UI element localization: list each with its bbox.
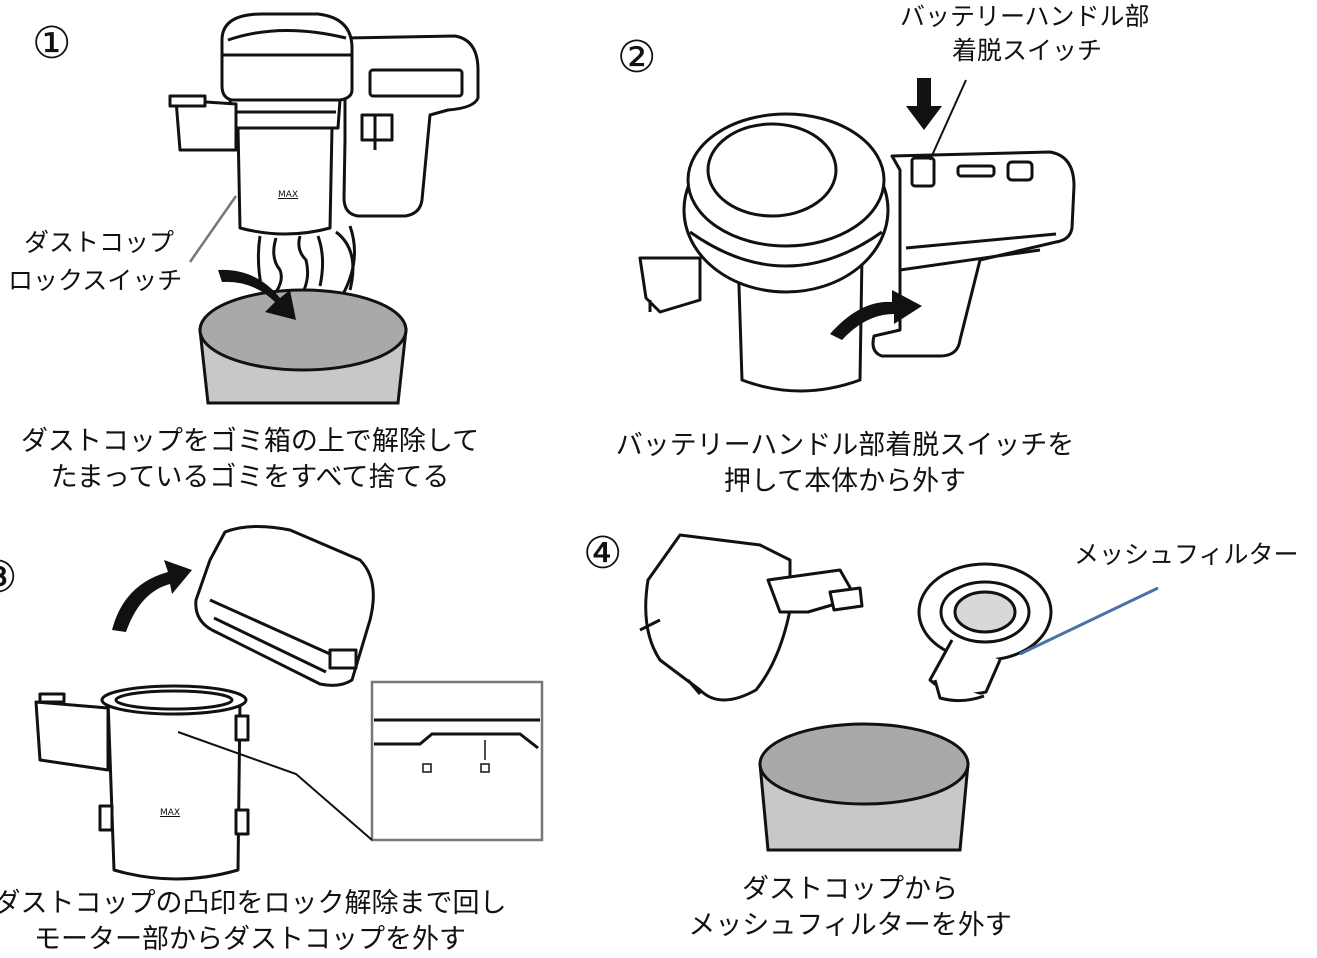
step3-number: ③ xyxy=(0,556,17,600)
step2-curved-arrow xyxy=(830,290,922,340)
step3-caption-line1: ダストコップの凸印をロック解除まで回し xyxy=(0,888,507,919)
step2-callout-line1: バッテリーハンドル部 xyxy=(900,2,1150,31)
step4-caption-line2: メッシュフィルターを外す xyxy=(688,910,1012,941)
step4-dust-cup xyxy=(639,533,864,702)
step2-caption-line2: 押して本体から外す xyxy=(723,466,967,497)
step3-curved-arrow xyxy=(112,560,192,632)
step1-caption-line1: ダストコップをゴミ箱の上で解除して xyxy=(20,426,480,457)
step2-caption-line1: バッテリーハンドル部着脱スイッチを xyxy=(615,430,1075,461)
step4-callout-label: メッシュフィルター xyxy=(1074,540,1299,569)
step1-callout-line xyxy=(188,195,238,263)
step1-curved-arrow xyxy=(218,269,296,320)
step1-vacuum-illustration xyxy=(168,12,480,297)
step2-number: ② xyxy=(617,32,657,83)
max-mark: MAX xyxy=(278,190,299,200)
step1-callout-line1: ダストコップ xyxy=(24,228,175,257)
step4-mesh-filter xyxy=(917,562,1053,703)
max-mark: MAX xyxy=(160,808,181,818)
step2-callout-line2: 着脱スイッチ xyxy=(952,36,1103,65)
step4-number: ④ xyxy=(583,528,623,579)
step1-trash-bin xyxy=(198,288,408,405)
step1-callout-line2: ロックスイッチ xyxy=(8,266,183,295)
step4-caption-line1: ダストコップから xyxy=(742,874,958,905)
step3-caption-line2: モーター部からダストコップを外す xyxy=(34,924,466,955)
step1-caption-line2: たまっているゴミをすべて捨てる xyxy=(50,462,450,493)
step1-number: ① xyxy=(32,18,72,69)
step2-down-arrow xyxy=(906,78,942,130)
step4-trash-bin xyxy=(758,722,970,852)
step3-dust-cup xyxy=(34,684,250,881)
step3-detail-inset xyxy=(370,680,544,842)
step4-callout-line xyxy=(1019,586,1159,656)
step2-vacuum-illustration xyxy=(638,112,1076,393)
step3-motor-head xyxy=(194,524,375,687)
step3-callout-line xyxy=(177,731,373,841)
step2-callout-line xyxy=(929,79,967,161)
